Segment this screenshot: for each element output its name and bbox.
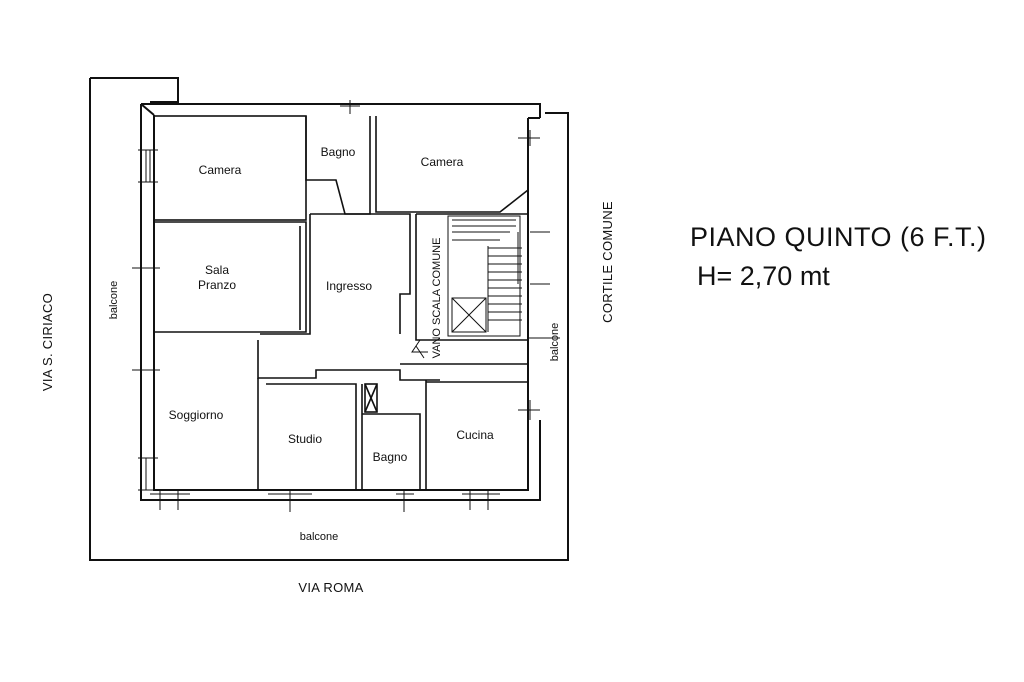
stair-label: VANO SCALA COMUNE bbox=[431, 238, 443, 359]
window-openings bbox=[132, 100, 560, 512]
balcony-label-left: balcone bbox=[108, 281, 120, 320]
street-label-bottom: VIA ROMA bbox=[298, 580, 363, 595]
street-label-right: CORTILE COMUNE bbox=[600, 201, 615, 323]
room-label-soggiorno: Soggiorno bbox=[169, 408, 224, 422]
room-label-camera-2: Camera bbox=[421, 155, 464, 169]
room-label-bagno-1: Bagno bbox=[321, 145, 356, 159]
room-label-pranzo: Pranzo bbox=[198, 278, 236, 292]
stair-well bbox=[411, 215, 522, 359]
room-label-camera-1: Camera bbox=[199, 163, 242, 177]
room-label-bagno-2: Bagno bbox=[373, 450, 408, 464]
outer-balcony-outline bbox=[89, 77, 569, 561]
room-label-studio: Studio bbox=[288, 432, 322, 446]
interior-walls bbox=[153, 115, 529, 490]
balcony-label-bottom: balcone bbox=[300, 531, 339, 543]
room-label-sala: Sala bbox=[205, 263, 229, 277]
balcony-label-right: balcone bbox=[549, 323, 561, 362]
street-label-left: VIA S. CIRIACO bbox=[40, 293, 55, 391]
room-label-cucina: Cucina bbox=[456, 428, 494, 442]
ceiling-height-note: H= 2,70 mt bbox=[697, 261, 830, 291]
floor-title: PIANO QUINTO (6 F.T.) bbox=[690, 222, 987, 252]
exterior-walls bbox=[140, 103, 541, 501]
room-label-ingresso: Ingresso bbox=[326, 279, 372, 293]
